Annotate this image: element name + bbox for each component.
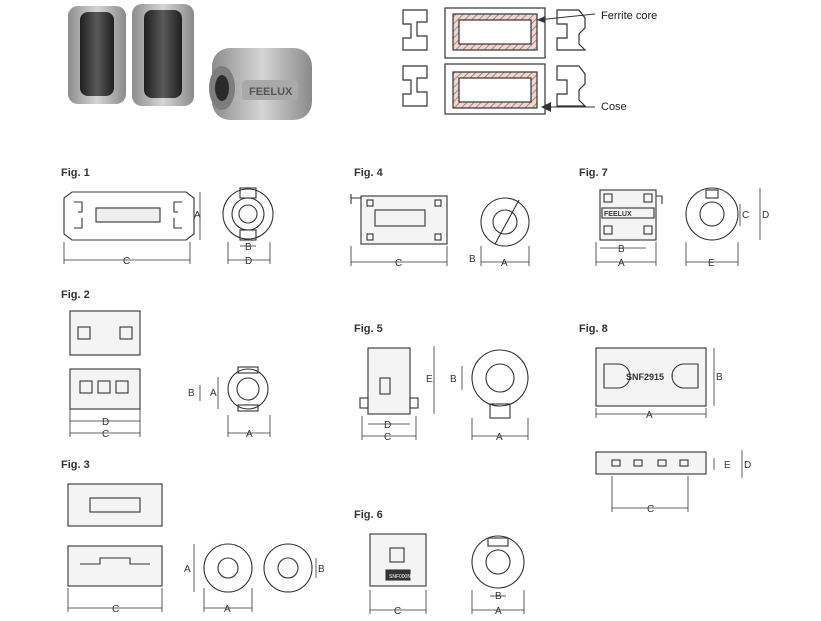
fig7-drawing: FEELUX B A E C D bbox=[595, 187, 769, 269]
fig1-label: Fig. 1 bbox=[61, 167, 90, 179]
fig4-label: Fig. 4 bbox=[354, 167, 383, 179]
fig1-dim-d: D bbox=[245, 256, 252, 267]
fig5-dim-d: D bbox=[384, 420, 391, 431]
fig8-dim-e: E bbox=[724, 460, 731, 471]
fig8-drawing: SNF2915 A B E D C bbox=[595, 347, 751, 515]
fig5-dim-b: B bbox=[450, 374, 457, 385]
fig2-drawing: D C B A A bbox=[69, 310, 271, 440]
fig3-drawing: C A A B bbox=[67, 483, 325, 615]
fig7-label: Fig. 7 bbox=[579, 167, 608, 179]
fig7-tag: FEELUX bbox=[604, 211, 632, 218]
fig5-drawing: D C E B A bbox=[359, 346, 529, 443]
fig2-dim-c: C bbox=[102, 429, 109, 440]
fig1-dim-b: B bbox=[245, 242, 252, 253]
ferrite-core-label: Ferrite core bbox=[601, 10, 658, 22]
fig8-tag: SNF2915 bbox=[626, 372, 664, 382]
fig7-dim-a: A bbox=[618, 258, 625, 269]
fig2-dim-a-bottom: A bbox=[246, 429, 253, 440]
fig1-dim-a: A bbox=[194, 210, 201, 221]
fig8-label: Fig. 8 bbox=[579, 323, 608, 335]
fig6-dim-c: C bbox=[394, 606, 401, 617]
fig1-dim-c: C bbox=[123, 256, 130, 267]
fig8-dim-c: C bbox=[647, 504, 654, 515]
fig6-tag: SNF000N bbox=[389, 574, 411, 580]
fig5-label: Fig. 5 bbox=[354, 323, 383, 335]
fig4-dim-c: C bbox=[395, 258, 402, 269]
fig7-dim-b: B bbox=[618, 244, 625, 255]
fig2-dim-b: B bbox=[188, 388, 195, 399]
fig8-dim-b: B bbox=[716, 372, 723, 383]
fig5-dim-a: A bbox=[496, 432, 503, 443]
fig3-dim-b: B bbox=[318, 564, 325, 575]
case-label: Cose bbox=[601, 101, 627, 113]
fig4-drawing: C B A bbox=[350, 194, 530, 269]
fig6-dim-b: B bbox=[495, 591, 502, 602]
fig5-dim-e: E bbox=[426, 374, 433, 385]
fig6-label: Fig. 6 bbox=[354, 509, 383, 521]
fig6-dim-a: A bbox=[495, 606, 502, 617]
fig1-drawing: C A B D bbox=[63, 187, 274, 267]
ferrite-photo-illustration: FEELUX bbox=[68, 4, 312, 120]
fig2-label: Fig. 2 bbox=[61, 289, 90, 301]
cross-section-diagram bbox=[402, 7, 596, 115]
fig7-dim-c: C bbox=[742, 210, 749, 221]
fig7-dim-e: E bbox=[708, 258, 715, 269]
fig4-dim-b: B bbox=[469, 254, 476, 265]
product-photo: FEELUX bbox=[62, 0, 324, 132]
fig3-dim-a-bottom: A bbox=[224, 604, 231, 615]
fig3-dim-c: C bbox=[112, 604, 119, 615]
fig4-dim-a: A bbox=[501, 258, 508, 269]
fig7-dim-d: D bbox=[762, 210, 769, 221]
fig3-dim-a: A bbox=[184, 564, 191, 575]
fig2-dim-d: D bbox=[102, 417, 109, 428]
fig2-dim-a: A bbox=[210, 388, 217, 399]
fig8-dim-a: A bbox=[646, 410, 653, 421]
fig8-dim-d: D bbox=[744, 460, 751, 471]
fig5-dim-c: C bbox=[384, 432, 391, 443]
fig3-label: Fig. 3 bbox=[61, 459, 90, 471]
photo-brand-text: FEELUX bbox=[249, 86, 293, 98]
fig6-drawing: SNF000N C B A bbox=[369, 533, 525, 617]
